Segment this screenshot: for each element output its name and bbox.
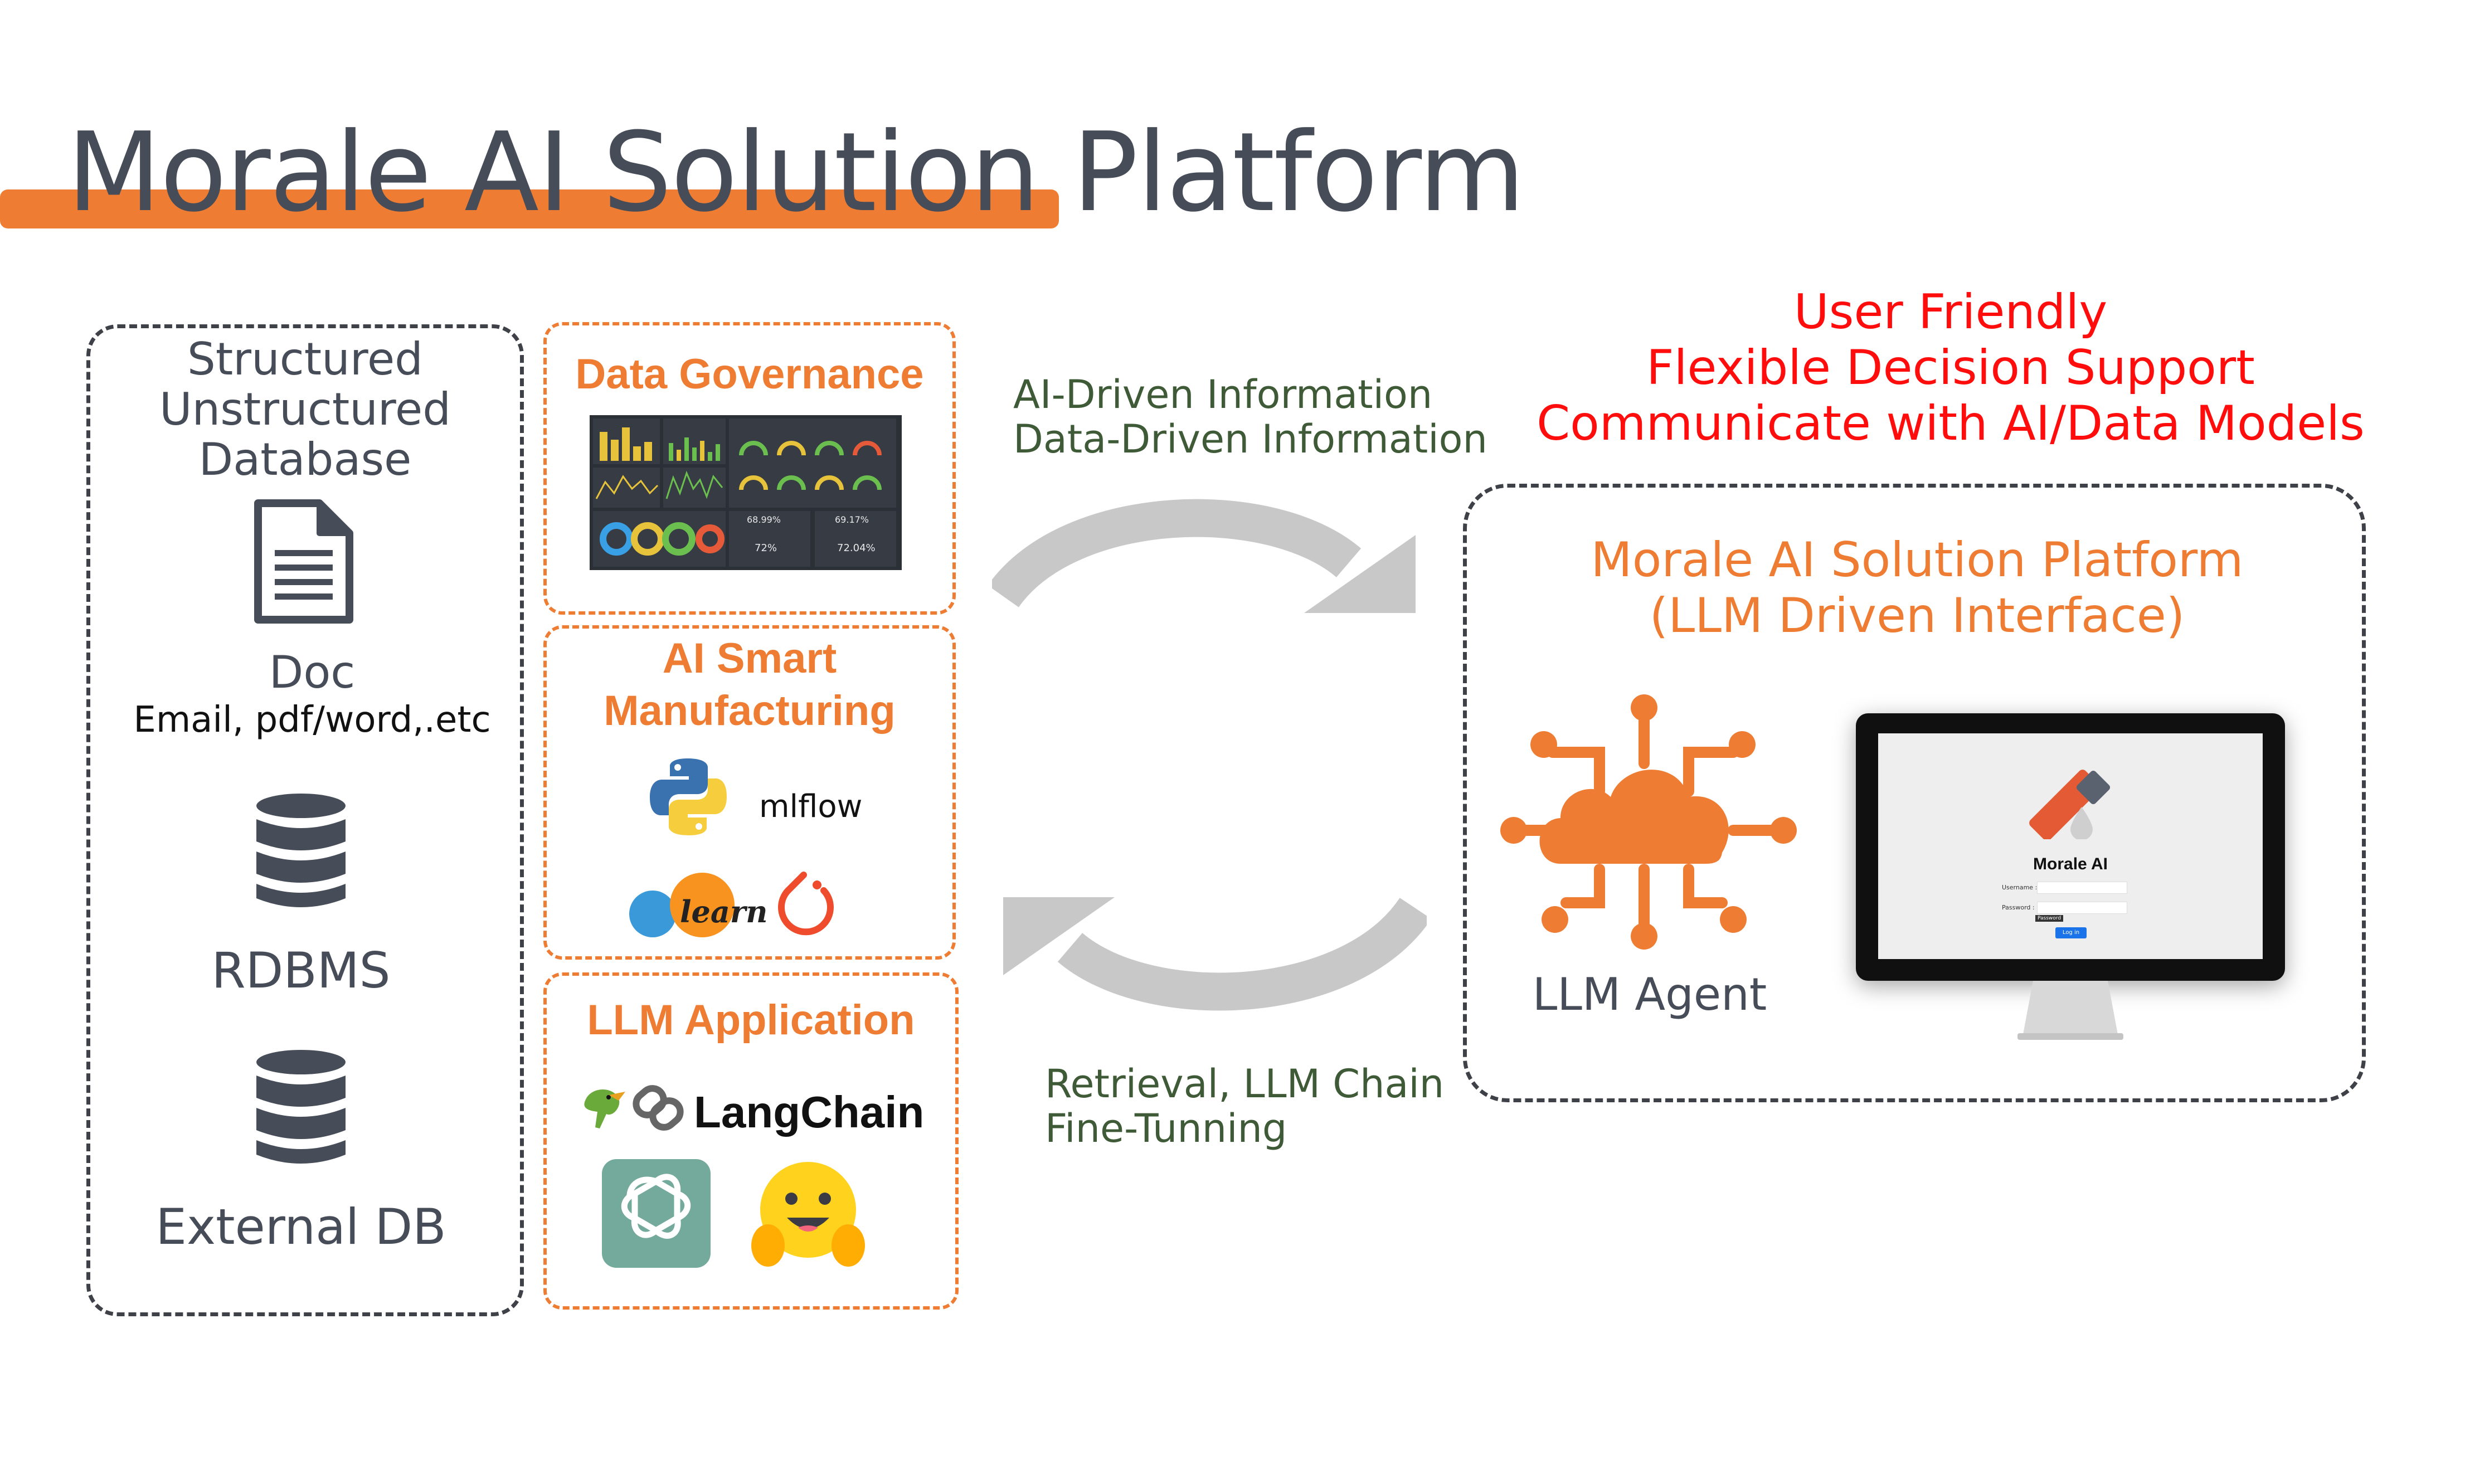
benefit-decision-support: Flexible Decision Support: [1646, 340, 2255, 396]
python-logo: [646, 755, 730, 839]
bottom-curved-arrow: [992, 886, 1427, 1031]
top-curved-arrow: [992, 479, 1427, 624]
ai-manufacturing-title-line-1: AI Smart: [662, 635, 837, 682]
heading-line-unstructured: Unstructured: [159, 383, 451, 435]
password-input[interactable]: [2037, 902, 2127, 914]
dashboard-gauge-1: 68.99%: [747, 514, 781, 525]
platform-title-line-2: (LLM Driven Interface): [1649, 588, 2185, 644]
llm-agent-cloud-icon: [1499, 691, 1800, 953]
bottom-flow-line-1: Retrieval, LLM Chain: [1045, 1061, 1445, 1107]
pytorch-logo: [775, 869, 842, 942]
bottom-flow-line-2: Fine-Tunning: [1045, 1106, 1287, 1151]
ai-manufacturing-title: AI Smart Manufacturing: [543, 632, 956, 737]
platform-title-line-1: Morale AI Solution Platform: [1591, 532, 2244, 588]
heading-line-structured: Structured: [187, 333, 423, 385]
ai-manufacturing-title-line-2: Manufacturing: [604, 687, 896, 734]
platform-title: Morale AI Solution Platform (LLM Driven …: [1471, 532, 2363, 644]
doc-sublabel: Email, pdf/word,.etc: [133, 699, 491, 741]
ai-manufacturing-box: [543, 625, 956, 960]
data-sources-box: [86, 324, 524, 1316]
dashboard-stat-1: 72%: [755, 542, 777, 554]
benefits-list: User Friendly Flexible Decision Support …: [1505, 284, 2396, 451]
langchain-text: LangChain: [694, 1087, 925, 1137]
platform-box: [1463, 484, 2366, 1102]
langchain-logo: [574, 1078, 691, 1140]
llm-agent-label: LLM Agent: [1532, 969, 1767, 1020]
external-database-icon: [254, 1048, 348, 1167]
top-flow-label: AI-Driven Information Data-Driven Inform…: [1013, 372, 1487, 461]
monitor-screen: Morale AI Username : Password : Password…: [1856, 713, 2285, 981]
database-icon: [254, 791, 348, 911]
document-icon: [254, 499, 354, 624]
dashboard-gauge-2: 69.17%: [835, 514, 869, 525]
huggingface-logo: [747, 1156, 869, 1273]
openai-logo: [602, 1159, 711, 1268]
rdbms-label: RDBMS: [211, 942, 391, 999]
login-button[interactable]: Log in: [2055, 927, 2087, 938]
benefit-communicate: Communicate with AI/Data Models: [1537, 396, 2365, 451]
scikit-learn-logo: learn: [627, 869, 768, 942]
title-underline: [0, 189, 1059, 228]
username-input[interactable]: [2037, 882, 2127, 894]
data-sources-heading: Structured Unstructured Database: [92, 334, 518, 485]
llm-application-title: LLM Application: [587, 996, 915, 1044]
doc-label: Doc: [269, 646, 356, 698]
username-label: Username :: [2002, 884, 2038, 891]
password-label: Password :: [2002, 904, 2035, 911]
page-title: Morale AI Solution Platform: [67, 109, 1525, 236]
monitor-stand: [2001, 981, 2140, 1042]
data-governance-box: [543, 322, 956, 615]
app-name-label: Morale AI: [2033, 855, 2108, 873]
mlflow-text: mlflow: [759, 789, 863, 825]
top-flow-line-1: AI-Driven Information: [1013, 372, 1433, 417]
top-flow-line-2: Data-Driven Information: [1013, 416, 1487, 462]
governance-dashboard-image: 68.99% 69.17% 72% 72.04%: [590, 415, 902, 570]
llm-application-box: [543, 972, 959, 1310]
data-governance-title: Data Governance: [575, 351, 924, 398]
password-tooltip: Password: [2035, 915, 2064, 922]
heading-line-database: Database: [198, 434, 412, 485]
morale-ai-logo-icon: [2015, 767, 2126, 839]
mlflow-flow-accent: [791, 791, 858, 796]
scikit-learn-text: learn: [680, 894, 768, 930]
mlflow-logo: mlflow: [759, 789, 862, 825]
benefit-user-friendly: User Friendly: [1793, 284, 2108, 340]
external-db-label: External DB: [155, 1198, 446, 1256]
dashboard-stat-2: 72.04%: [837, 542, 876, 554]
bottom-flow-label: Retrieval, LLM Chain Fine-Tunning: [1045, 1062, 1444, 1151]
login-screen: Morale AI Username : Password : Password…: [1878, 733, 2263, 959]
